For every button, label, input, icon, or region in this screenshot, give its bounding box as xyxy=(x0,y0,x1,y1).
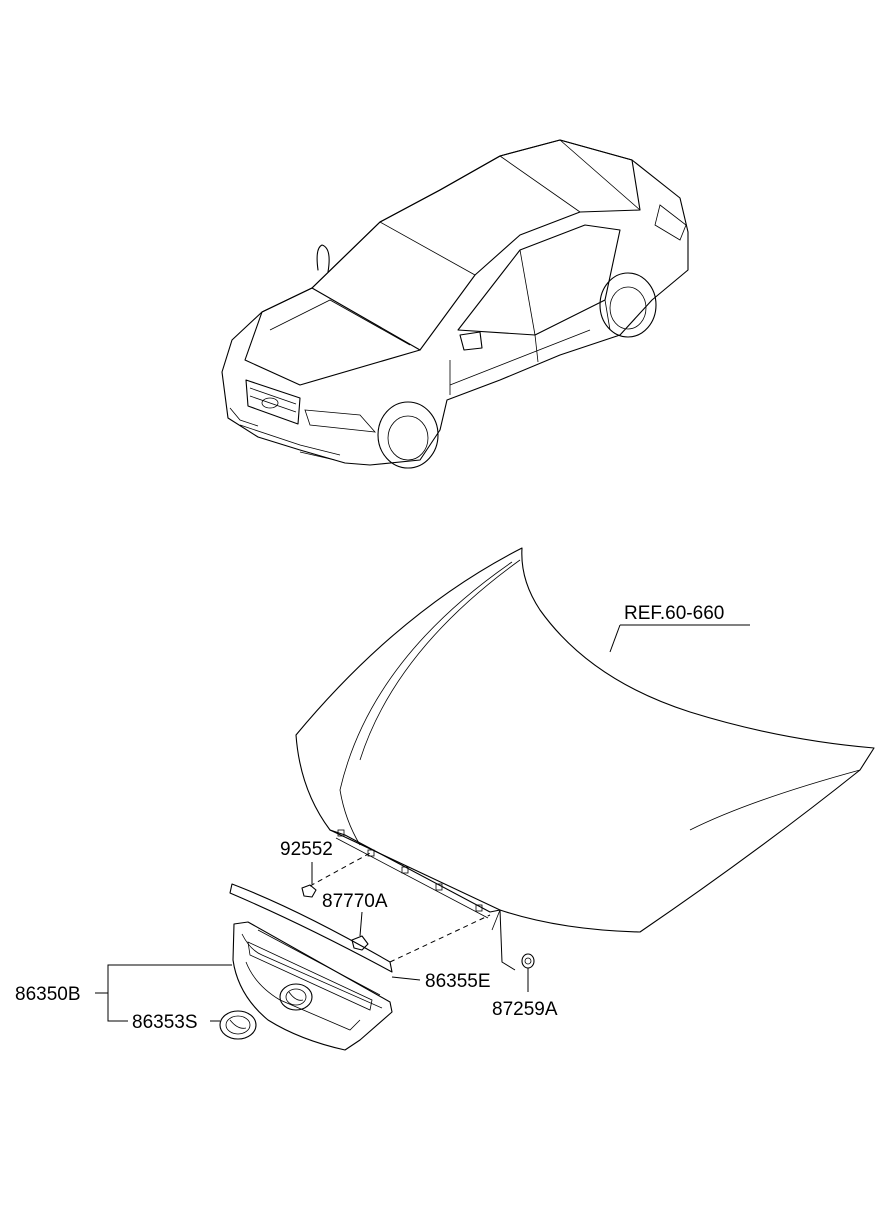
assembly-lines xyxy=(309,851,516,971)
hood-moulding xyxy=(229,883,393,973)
leader-lines xyxy=(95,624,750,1022)
nut-label: 87259A xyxy=(492,999,558,1020)
nut-87259A xyxy=(521,953,535,969)
emblem-part xyxy=(219,1010,257,1040)
bolt-92552 xyxy=(301,884,317,898)
hood-panel xyxy=(295,547,875,933)
ref-label: REF.60-660 xyxy=(624,603,725,624)
clip-label: 87770A xyxy=(322,891,388,912)
moulding-label: 86355E xyxy=(425,971,491,992)
clip-87770A xyxy=(351,935,369,951)
radiator-grille xyxy=(232,921,393,1051)
car-illustration xyxy=(221,139,689,469)
bolt-label: 92552 xyxy=(280,839,333,860)
emblem-label: 86353S xyxy=(132,1012,198,1033)
grille-assy-label: 86350B xyxy=(15,984,81,1005)
